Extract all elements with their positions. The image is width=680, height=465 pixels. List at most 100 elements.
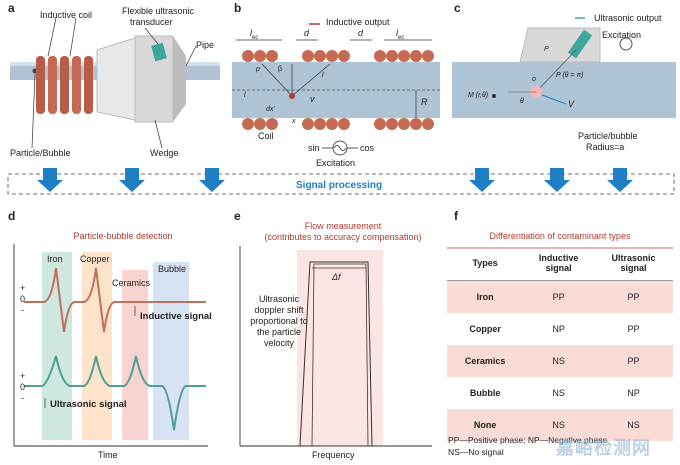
inductive-signal-curve [24, 267, 206, 333]
label-transducer-1: Flexible ultrasonic [122, 6, 195, 16]
inductive-coil-graphic [36, 56, 93, 114]
delta-f-label: Δf [332, 272, 341, 282]
label-Ps: P (θ = π) [556, 72, 584, 79]
cell-inductive: NS [523, 409, 595, 441]
beta-ray-1 [261, 63, 293, 97]
panel-b-illustration [232, 23, 440, 156]
panel-c-illustration [452, 17, 676, 118]
velocity-vector [541, 94, 567, 105]
label-dx: dx' [266, 106, 275, 113]
cell-inductive: NP [552, 324, 565, 334]
signal-processing-band [7, 168, 675, 195]
label-x: x [292, 118, 296, 125]
e-xlabel: Frequency [312, 450, 355, 460]
cell-type: Copper [469, 324, 501, 334]
panel-letter-b: b [234, 1, 242, 15]
transducer-side [567, 29, 593, 59]
label-lec-left: lec [250, 28, 259, 41]
cell-ultrasonic: NP [627, 388, 640, 398]
table-row: None NS NS [447, 409, 673, 441]
band-label-bubble: Bubble [158, 264, 187, 274]
e-desc-line-5: velocity [263, 338, 294, 348]
wedge-front [96, 37, 136, 121]
band-ceramics [122, 270, 148, 440]
legend-line-2: NS—No signal [448, 447, 504, 457]
d-axis-zero-2: 0 [20, 382, 26, 392]
cell-type: Ceramics [447, 345, 524, 377]
header-types: Types [447, 246, 524, 281]
inductive-signal-label: Inductive signal [140, 311, 212, 322]
cell-ultrasonic: PP [594, 345, 673, 377]
header-inductive: Inductive signal [523, 246, 595, 281]
label-wedge: Wedge [150, 148, 179, 158]
d-title: Particle-bubble detection [73, 231, 173, 241]
excitation-symbol-c [619, 37, 633, 51]
label-particle-bubble: Particle/Bubble [10, 148, 71, 158]
wedge-taper [173, 36, 186, 122]
d-xlabel: Time [98, 450, 118, 460]
e-title-1: Flow measurement [304, 221, 382, 231]
panel-letter-a: a [8, 1, 15, 15]
e-desc-line-2: doppler shift [254, 305, 304, 315]
panel-letter-f: f [454, 209, 458, 223]
doppler-spectrum-curve [299, 261, 373, 447]
band-label-iron: Iron [47, 254, 63, 264]
label-V: V [568, 99, 575, 109]
excitation-source-symbol [322, 140, 358, 156]
d-axis-plus-1: + [20, 283, 26, 293]
panel-e-chart [239, 246, 432, 447]
table-row: Copper NP PP [447, 313, 673, 345]
pipe-cross-section [232, 62, 440, 118]
doppler-spectrum-inner [311, 263, 369, 447]
ultrasonic-signal-label: Ultrasonic signal [50, 399, 127, 410]
coil-top-row [242, 50, 434, 62]
e-title-2: (contributes to accuracy compensation) [264, 232, 422, 242]
panel-d-chart [13, 244, 208, 447]
cell-inductive: NS [523, 345, 595, 377]
header-ultrasonic: Ultrasonic signal [594, 246, 673, 281]
legend-line-1: PP—Positive phase; NP—Negative phase [448, 435, 608, 445]
cell-type: Iron [447, 280, 524, 313]
table-header-row: Types Inductive signal Ultrasonic signal [447, 246, 673, 281]
panel-letter-e: e [234, 209, 241, 223]
label-lb: l [244, 92, 246, 99]
d-axis-plus-2: + [20, 371, 26, 381]
cell-type: None [447, 409, 524, 441]
f-title: Differentiation of contaminant types [489, 231, 631, 241]
e-description: Ultrasonic doppler shift proportional to… [246, 294, 312, 349]
label-p1: p [256, 66, 260, 73]
label-excitation-b: Excitation [316, 158, 356, 168]
d-axis-zero-1: 0 [20, 294, 26, 304]
cell-ultrasonic: NS [594, 409, 673, 441]
incident-wave-ray [535, 49, 577, 93]
label-beta: β [278, 66, 283, 73]
label-transducer-2: transducer [130, 17, 173, 27]
label-inductive-coil: Inductive coil [40, 10, 93, 20]
d-axis-minus-1: - [21, 305, 24, 315]
table-row: Bubble NS NP [447, 377, 673, 409]
cell-inductive: PP [523, 280, 595, 313]
contaminant-table: Types Inductive signal Ultrasonic signal… [447, 246, 673, 441]
panel-a-illustration [10, 17, 220, 149]
cell-ultrasonic: PP [627, 324, 640, 334]
beta-ray-3 [291, 63, 331, 97]
signal-processing-label: Signal processing [296, 180, 383, 191]
cell-ultrasonic: PP [594, 280, 673, 313]
label-ultrasonic-output: Ultrasonic output [594, 13, 662, 23]
pipe-side-view [452, 62, 676, 118]
table-row: Iron PP PP [447, 280, 673, 313]
f-legend: PP—Positive phase; NP—Negative phase NS—… [448, 434, 607, 458]
ultrasonic-signal-curve [24, 355, 206, 431]
band-label-copper: Copper [80, 254, 110, 264]
e-desc-line-4: the particle [256, 327, 302, 337]
label-R: R [421, 97, 428, 107]
label-d-left: d [304, 28, 310, 38]
label-lec-right: lec [396, 28, 405, 41]
label-radius-2: Radius=a [586, 142, 625, 152]
label-lc: l [322, 72, 324, 79]
label-excitation-c: Excitation [602, 30, 642, 40]
label-M: M (r,θ) [468, 92, 489, 99]
label-Pt: P [544, 46, 549, 53]
coil-bottom-row [242, 118, 434, 130]
